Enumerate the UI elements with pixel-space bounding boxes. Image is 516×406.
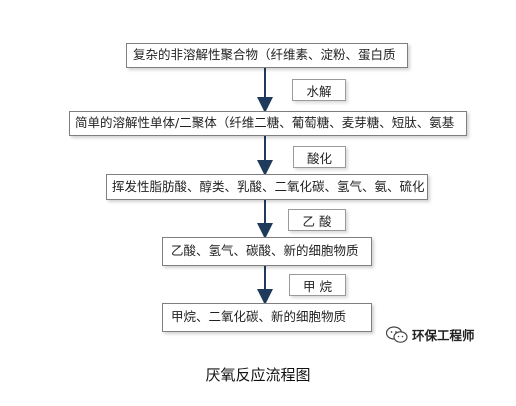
step-monomers-text: 简单的溶解性单体/二聚体（纤维二糖、葡萄糖、麦芽糖、短肽、氨基: [75, 115, 455, 131]
process-hydrolysis-text: 水解: [306, 83, 332, 99]
step-polymers-text: 复杂的非溶解性聚合物（纤维素、淀粉、蛋白质: [133, 47, 396, 63]
step-methane: 甲烷、二氧化碳、新的细胞物质: [162, 303, 372, 332]
process-acidification-text: 酸化: [306, 150, 332, 166]
watermark-text: 环保工程师: [412, 328, 475, 343]
step-polymers: 复杂的非溶解性聚合物（纤维素、淀粉、蛋白质: [126, 43, 408, 68]
process-hydrolysis-label: 水解: [292, 79, 346, 101]
diagram-caption: 厌氧反应流程图: [205, 366, 311, 384]
process-methane-text: 甲 烷: [303, 278, 332, 294]
process-acidification-label: 酸化: [293, 146, 346, 168]
wechat-icon: [385, 325, 408, 344]
step-acetic-acid: 乙酸、氢气、碳酸、新的细胞物质: [162, 237, 372, 266]
step-volatile-acids-text: 挥发性脂肪酸、醇类、乳酸、二氧化碳、氢气、氨、硫化: [112, 178, 425, 194]
step-monomers: 简单的溶解性单体/二聚体（纤维二糖、葡萄糖、麦芽糖、短肽、氨基: [69, 111, 467, 136]
step-volatile-acids: 挥发性脂肪酸、醇类、乳酸、二氧化碳、氢气、氨、硫化: [106, 174, 428, 200]
process-acetic-text: 乙 酸: [302, 213, 332, 229]
process-acetic-label: 乙 酸: [288, 209, 346, 231]
step-methane-text: 甲烷、二氧化碳、新的细胞物质: [171, 309, 347, 325]
watermark: 环保工程师: [385, 325, 475, 344]
process-methane-label: 甲 烷: [289, 274, 346, 296]
step-acetic-acid-text: 乙酸、氢气、碳酸、新的细胞物质: [171, 243, 359, 259]
